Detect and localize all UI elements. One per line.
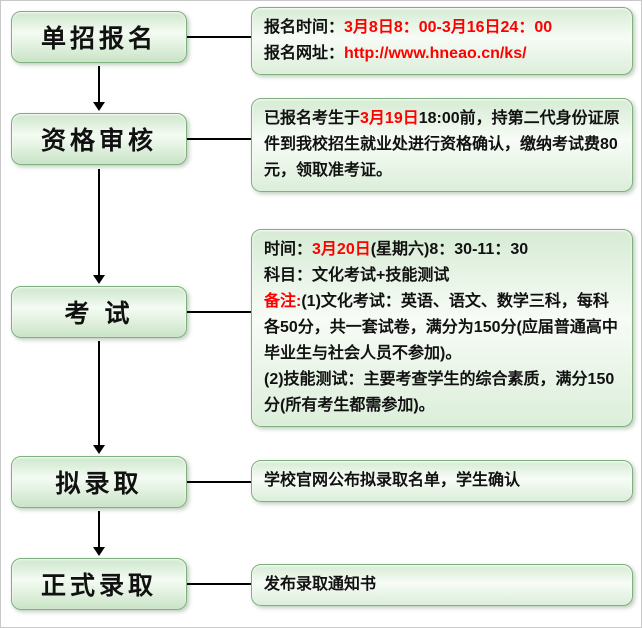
step-label-exam: 考 试 (64, 300, 134, 328)
exam-note1-text: (1)文化考试：英语、语文、数学三科，每科各50分，共一套试卷，满分为150分(… (264, 293, 618, 362)
registration-url: http://www.hneao.cn/ks/ (344, 45, 527, 62)
step-label-formal-admission: 正式录取 (40, 572, 157, 600)
pre-admission-text: 学校官网公布拟录取名单，学生确认 (264, 472, 521, 489)
connector-line-3 (187, 311, 251, 313)
qualification-text-part3: 18:00前，持第二代身份证原件到我校招生就业处进行资格确认，缴纳考试费80元，… (264, 110, 620, 179)
down-arrow-icon (93, 341, 105, 454)
exam-subject-line: 科目：文化考试+技能测试 (264, 267, 450, 284)
formal-admission-text: 发布录取通知书 (264, 576, 377, 593)
qualification-date: 3月19日 (360, 110, 419, 127)
step-label-qualification-review: 资格审核 (40, 127, 157, 155)
exam-note-label: 备注: (264, 293, 302, 310)
qualification-text-part1: 已报名考生于 (264, 110, 361, 127)
step-box-qualification-review: 资格审核 (11, 113, 187, 165)
registration-time-value: 3月8日8：00-3月16日24：00 (344, 19, 553, 36)
step-label-registration: 单招报名 (40, 25, 157, 53)
exam-date: 3月20日 (312, 241, 371, 258)
registration-time-label: 报名时间： (264, 19, 345, 36)
exam-note2-line: (2)技能测试：主要考查学生的综合素质，满分150分(所有考生都需参加)。 (264, 371, 615, 414)
exam-time-rest: (星期六)8：30-11：30 (370, 241, 529, 258)
detail-box-qualification: 已报名考生于3月19日18:00前，持第二代身份证原件到我校招生就业处进行资格确… (251, 98, 633, 192)
down-arrow-icon (93, 511, 105, 556)
exam-time-line: 时间：3月20日(星期六)8：30-11：30 (264, 237, 620, 263)
exam-time-label: 时间： (264, 241, 313, 258)
step-box-formal-admission: 正式录取 (11, 558, 187, 610)
exam-note1-line: 备注:(1)文化考试：英语、语文、数学三科，每科各50分，共一套试卷，满分为15… (264, 289, 620, 367)
detail-box-exam: 时间：3月20日(星期六)8：30-11：30 科目：文化考试+技能测试 备注:… (251, 229, 633, 427)
step-label-pre-admission: 拟录取 (55, 470, 143, 498)
connector-line-5 (187, 583, 251, 585)
down-arrow-icon (93, 169, 105, 284)
detail-box-formal-admission: 发布录取通知书 (251, 564, 633, 606)
registration-url-line: 报名网址：http://www.hneao.cn/ks/ (264, 41, 620, 67)
step-box-pre-admission: 拟录取 (11, 456, 187, 508)
registration-time-line: 报名时间：3月8日8：00-3月16日24：00 (264, 15, 620, 41)
registration-url-label: 报名网址： (264, 45, 345, 62)
detail-box-registration: 报名时间：3月8日8：00-3月16日24：00 报名网址：http://www… (251, 7, 633, 75)
connector-line-2 (187, 138, 251, 140)
down-arrow-icon (93, 66, 105, 111)
detail-box-pre-admission: 学校官网公布拟录取名单，学生确认 (251, 460, 633, 502)
qualification-text: 已报名考生于3月19日18:00前，持第二代身份证原件到我校招生就业处进行资格确… (264, 106, 620, 184)
connector-line-4 (187, 481, 251, 483)
step-box-exam: 考 试 (11, 286, 187, 338)
connector-line-1 (187, 36, 251, 38)
step-box-registration: 单招报名 (11, 11, 187, 63)
